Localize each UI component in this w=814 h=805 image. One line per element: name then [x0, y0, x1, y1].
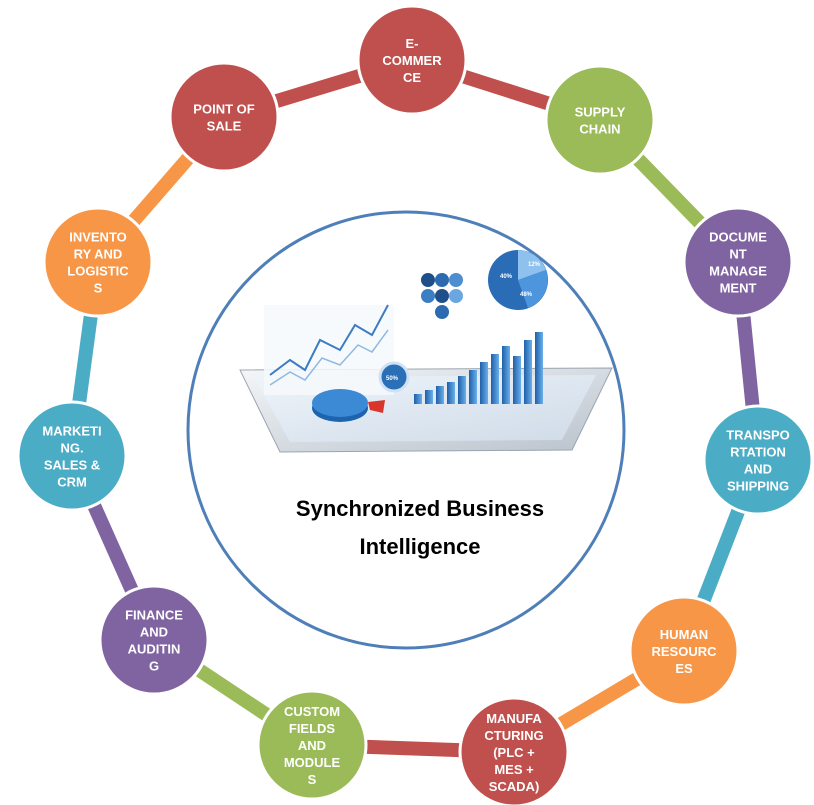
node-point-of-sale: POINT OF SALE [168, 61, 280, 173]
node-label-line: E- [406, 36, 419, 51]
node-label-line: AND [140, 625, 168, 640]
node-label-line: SCADA) [489, 779, 540, 794]
tablet-bar [502, 346, 510, 404]
donut-label-1: 40% [500, 274, 513, 280]
node-circle [458, 696, 570, 805]
node-label-line: SALE [207, 119, 242, 134]
center-title-line-1: Synchronized Business [296, 496, 544, 521]
node-label-line: NT [729, 247, 746, 262]
node-label-line: COMMER [382, 53, 442, 68]
node-document-management: DOCUME NT MANAGE MENT [682, 206, 794, 318]
node-label-line: (PLC + [493, 745, 535, 760]
tablet-bar [436, 386, 444, 404]
node-finance-auditing: FINANCE AND AUDITIN G [98, 584, 210, 696]
node-label-line: FIELDS [289, 721, 336, 736]
tablet-bar [513, 356, 521, 404]
dashboard-tablet-illustration: 40% 12% 48% 50% [239, 250, 613, 453]
node-label-line: FINANCE [125, 608, 183, 623]
node-label-line: S [308, 772, 317, 787]
tablet-bar [414, 394, 422, 404]
pie-3d-graphic [312, 389, 385, 422]
hexagon-graphic [421, 273, 463, 319]
node-circle [544, 64, 656, 176]
node-circle [16, 400, 128, 512]
node-circle [356, 4, 468, 116]
node-manufacturing: MANUFA CTURING (PLC + MES + SCADA) [458, 696, 570, 805]
node-label-line: ES [675, 661, 693, 676]
center-title-line-2: Intelligence [359, 534, 480, 559]
node-label-line: MANUFA [486, 711, 542, 726]
module-nodes: E- COMMER CE SUPPLY CHAIN DOCUME NT MANAGE MENT T… [16, 4, 814, 805]
node-ecommerce: E- COMMER CE [356, 4, 468, 116]
tablet-bar [447, 382, 455, 404]
node-label-line: SHIPPING [727, 479, 789, 494]
node-label-line: SUPPLY [575, 105, 626, 120]
donut-label-2: 12% [528, 262, 541, 268]
node-human-resources: HUMAN RESOURC ES [628, 595, 740, 707]
node-transportation-shipping: TRANSPO RTATION AND SHIPPING [702, 404, 814, 516]
node-label-line: CHAIN [579, 122, 620, 137]
bar-chart-graphic [414, 332, 543, 404]
node-label-line: AND [744, 462, 772, 477]
line-chart-graphic [264, 304, 394, 395]
node-label-line: CRM [57, 475, 87, 490]
node-label-line: S [94, 281, 103, 296]
node-circle [42, 206, 154, 318]
node-label-line: CTURING [484, 728, 543, 743]
node-circle [682, 206, 794, 318]
node-label-line: CE [403, 70, 421, 85]
tablet-bar [458, 376, 466, 404]
node-label-line: NG. [60, 441, 83, 456]
node-supply-chain: SUPPLY CHAIN [544, 64, 656, 176]
node-label-line: MES + [494, 762, 534, 777]
node-label-line: INVENTO [69, 230, 127, 245]
node-label-line: MENT [720, 281, 757, 296]
tablet-bar [535, 332, 543, 404]
tablet-bar [469, 370, 477, 404]
tablet-bar [524, 340, 532, 404]
node-label-line: HUMAN [660, 627, 708, 642]
tablet-bar [425, 390, 433, 404]
node-label-line: G [149, 659, 159, 674]
node-circle [168, 61, 280, 173]
node-label-line: MARKETI [42, 424, 101, 439]
node-label-line: RESOURC [651, 644, 717, 659]
gauge-graphic: 50% [378, 361, 410, 393]
tablet-bar [480, 362, 488, 404]
node-label-line: DOCUME [709, 230, 767, 245]
donut-chart-graphic: 40% 12% 48% [488, 250, 548, 310]
node-label-line: TRANSPO [726, 428, 790, 443]
tablet-bar [491, 354, 499, 404]
node-label-line: MODULE [284, 755, 341, 770]
node-circle [256, 689, 368, 801]
node-label-line: AND [298, 738, 326, 753]
node-label-line: CUSTOM [284, 704, 340, 719]
node-label-line: RY AND [74, 247, 123, 262]
node-label-line: LOGISTIC [67, 264, 129, 279]
node-label-line: MANAGE [709, 264, 767, 279]
node-label-line: POINT OF [193, 102, 254, 117]
node-circle [702, 404, 814, 516]
node-marketing-sales-crm: MARKETI NG. SALES & CRM [16, 400, 128, 512]
node-inventory-logistics: INVENTO RY AND LOGISTIC S [42, 206, 154, 318]
node-label-line: SALES & [44, 458, 100, 473]
node-circle [98, 584, 210, 696]
donut-label-3: 48% [520, 292, 533, 298]
node-label-line: AUDITIN [128, 642, 181, 657]
node-circle [628, 595, 740, 707]
gauge-label: 50% [386, 376, 399, 382]
node-custom-fields: CUSTOM FIELDS AND MODULE S [256, 689, 368, 801]
node-label-line: RTATION [730, 445, 786, 460]
